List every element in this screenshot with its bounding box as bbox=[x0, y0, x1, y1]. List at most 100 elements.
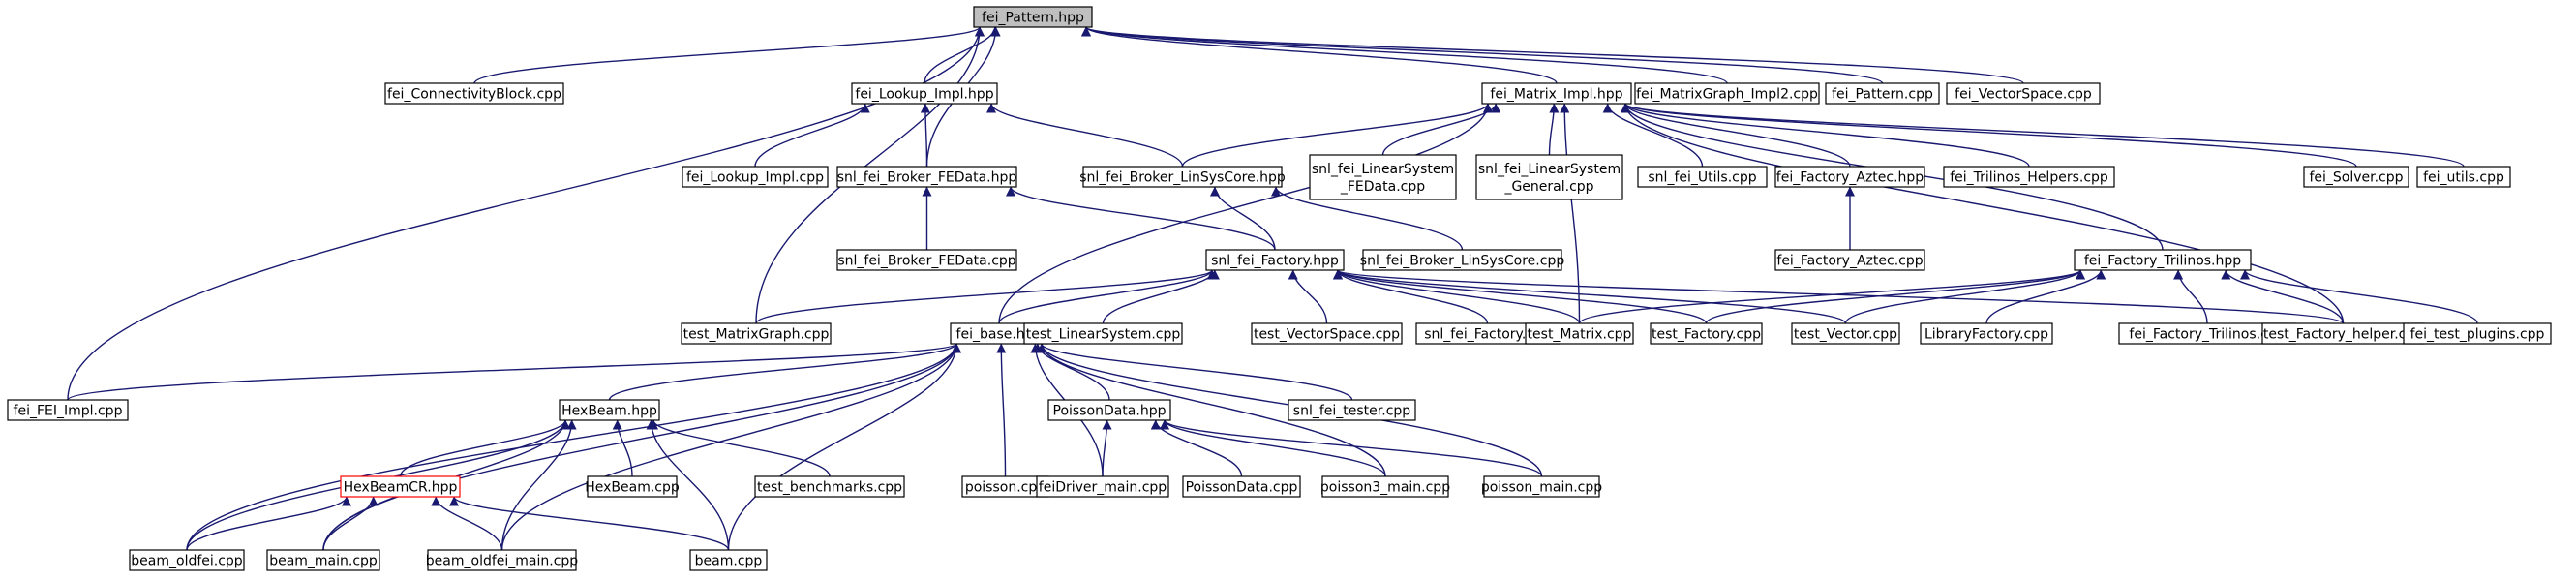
node-beam-oldfei-cpp[interactable]: beam_oldfei.cpp bbox=[129, 549, 245, 571]
node-snl-fei-tester-cpp[interactable]: snl_fei_tester.cpp bbox=[1288, 399, 1416, 421]
edge-snl-fei-linearsystem-general-cpp-to-fei-matrix-impl-hpp bbox=[1548, 103, 1560, 156]
node-fei-matrix-impl-hpp[interactable]: fei_Matrix_Impl.hpp bbox=[1481, 82, 1632, 105]
node-test-matrix-cpp[interactable]: test_Matrix.cpp bbox=[1525, 322, 1634, 345]
node-test-factory-helper-cpp[interactable]: test_Factory_helper.cpp bbox=[2261, 322, 2425, 345]
node-test-matrixgraph-cpp[interactable]: test_MatrixGraph.cpp bbox=[681, 322, 832, 345]
edge-test-matrix-cpp-to-snl-fei-factory-hpp bbox=[1333, 269, 1581, 324]
edge-test-linearsystem-cpp-to-snl-fei-factory-hpp bbox=[1102, 269, 1220, 324]
node-fei-fei-impl-cpp[interactable]: fei_FEI_Impl.cpp bbox=[7, 399, 129, 421]
node-hexbeamcr-hpp[interactable]: HexBeamCR.hpp bbox=[340, 475, 461, 498]
node-box bbox=[1047, 399, 1171, 421]
node-poissondata-hpp[interactable]: PoissonData.hpp bbox=[1047, 399, 1171, 421]
edge-snl-fei-factory-hpp-to-snl-fei-broker-fedata-hpp bbox=[1006, 186, 1276, 251]
edge-test-factory-cpp-to-fei-factory-trilinos-hpp bbox=[1705, 269, 2085, 324]
node-poisson-cpp[interactable]: poisson.cpp bbox=[961, 475, 1049, 498]
edge-fei-connectivityblock-cpp-to-fei-pattern-hpp bbox=[473, 26, 985, 84]
node-box bbox=[129, 549, 245, 571]
node-label: test_LinearSystem.cpp bbox=[1026, 327, 1181, 343]
node-fei-solver-cpp[interactable]: fei_Solver.cpp bbox=[2303, 166, 2409, 188]
node-label: fei_Pattern.hpp bbox=[982, 11, 1084, 26]
edge-test-factory-cpp-to-snl-fei-factory-hpp bbox=[1333, 269, 1708, 324]
node-label: test_Factory_helper.cpp bbox=[2263, 327, 2423, 343]
node-snl-fei-broker-fedata-hpp[interactable]: snl_fei_Broker_FEData.hpp bbox=[836, 166, 1017, 188]
node-label: PoissonData.hpp bbox=[1053, 404, 1167, 419]
node-test-linearsystem-cpp[interactable]: test_LinearSystem.cpp bbox=[1023, 322, 1183, 345]
node-fei-matrixgraph-impl2-cpp[interactable]: fei_MatrixGraph_Impl2.cpp bbox=[1634, 82, 1820, 105]
node-box bbox=[587, 475, 678, 498]
node-libraryfactory-cpp[interactable]: LibraryFactory.cpp bbox=[1920, 322, 2053, 345]
node-fei-trilinos-helpers-cpp[interactable]: fei_Trilinos_Helpers.cpp bbox=[1943, 166, 2115, 188]
node-snl-fei-broker-linsyscore-hpp[interactable]: snl_fei_Broker_LinSysCore.hpp bbox=[1079, 166, 1286, 188]
node-poissondata-cpp[interactable]: PoissonData.cpp bbox=[1182, 475, 1301, 498]
edge-fei-vectorspace-cpp-to-fei-pattern-hpp bbox=[1081, 26, 2024, 84]
node-box bbox=[1920, 322, 2053, 345]
node-box bbox=[1309, 154, 1457, 200]
node-label: snl_fei_Broker_FEData.cpp bbox=[837, 254, 1015, 269]
node-box bbox=[851, 82, 998, 105]
node-box bbox=[2403, 322, 2552, 345]
node-label: snl_fei_Broker_FEData.hpp bbox=[837, 170, 1017, 186]
node-snl-fei-broker-fedata-cpp[interactable]: snl_fei_Broker_FEData.cpp bbox=[836, 249, 1017, 271]
node-fei-vectorspace-cpp[interactable]: fei_VectorSpace.cpp bbox=[1946, 82, 2101, 105]
node-fei-pattern-hpp[interactable]: fei_Pattern.hpp bbox=[973, 6, 1093, 28]
node-label: LibraryFactory.cpp bbox=[1924, 327, 2048, 343]
node-box bbox=[1791, 322, 1900, 345]
node-test-vectorspace-cpp[interactable]: test_VectorSpace.cpp bbox=[1251, 322, 1403, 345]
node-label: fei_Factory_Trilinos.hpp bbox=[2084, 254, 2241, 269]
node-box bbox=[1774, 249, 1925, 271]
node-label: test_Vector.cpp bbox=[1794, 327, 1897, 343]
node-box bbox=[1321, 475, 1449, 498]
node-fei-test-plugins-cpp[interactable]: fei_test_plugins.cpp bbox=[2403, 322, 2552, 345]
node-test-vector-cpp[interactable]: test_Vector.cpp bbox=[1791, 322, 1900, 345]
node-fei-lookup-impl-cpp[interactable]: fei_Lookup_Impl.cpp bbox=[682, 166, 829, 188]
node-beam-oldfei-main-cpp[interactable]: beam_oldfei_main.cpp bbox=[426, 549, 579, 571]
node-fei-factory-trilinos-cpp[interactable]: fei_Factory_Trilinos.cpp bbox=[2118, 322, 2296, 345]
edge-test-vector-cpp-to-snl-fei-factory-hpp bbox=[1333, 269, 1847, 324]
node-fei-utils-cpp[interactable]: fei_utils.cpp bbox=[2416, 166, 2511, 188]
node-label: snl_fei_LinearSystem bbox=[1478, 162, 1621, 177]
node-label: feiDriver_main.cpp bbox=[1039, 480, 1167, 496]
node-beam-main-cpp[interactable]: beam_main.cpp bbox=[266, 549, 380, 571]
node-beam-cpp[interactable]: beam.cpp bbox=[689, 549, 768, 571]
node-poisson3-main-cpp[interactable]: poisson3_main.cpp bbox=[1320, 475, 1450, 498]
edge-beam-main-cpp-to-hexbeamcr-hpp bbox=[322, 496, 379, 551]
edge-test-matrix-cpp-to-fei-matrix-impl-hpp bbox=[1560, 103, 1581, 324]
node-label: fei_Lookup_Impl.hpp bbox=[855, 87, 993, 103]
edge-test-factory-helper-cpp-to-fei-matrix-impl-hpp bbox=[1621, 103, 2345, 324]
node-fei-lookup-impl-hpp[interactable]: fei_Lookup_Impl.hpp bbox=[851, 82, 998, 105]
node-box bbox=[1362, 249, 1562, 271]
node-test-factory-cpp[interactable]: test_Factory.cpp bbox=[1650, 322, 1763, 345]
node-label: beam_oldfei.cpp bbox=[131, 554, 243, 569]
node-poisson-main-cpp[interactable]: poisson_main.cpp bbox=[1481, 475, 1602, 498]
node-box bbox=[1481, 82, 1632, 105]
node-fei-factory-aztec-cpp[interactable]: fei_Factory_Aztec.cpp bbox=[1774, 249, 1925, 271]
node-box bbox=[559, 399, 660, 421]
node-snl-fei-utils-cpp[interactable]: snl_fei_Utils.cpp bbox=[1637, 166, 1768, 188]
node-fei-pattern-cpp[interactable]: fei_Pattern.cpp bbox=[1825, 82, 1940, 105]
node-label: fei_base.hpp bbox=[956, 327, 1043, 343]
node-snl-fei-broker-linsyscore-cpp[interactable]: snl_fei_Broker_LinSysCore.cpp bbox=[1360, 249, 1565, 271]
node-box bbox=[427, 549, 577, 571]
node-hexbeam-cpp[interactable]: HexBeam.cpp bbox=[585, 475, 680, 498]
edge-fei-test-plugins-cpp-to-fei-factory-trilinos-hpp bbox=[2240, 269, 2478, 324]
node-label: snl_fei_LinearSystem bbox=[1312, 162, 1454, 177]
node-fei-factory-trilinos-hpp[interactable]: fei_Factory_Trilinos.hpp bbox=[2074, 249, 2252, 271]
node-label: poisson.cpp bbox=[965, 480, 1046, 496]
node-label: HexBeamCR.hpp bbox=[344, 480, 458, 496]
node-box bbox=[1825, 82, 1940, 105]
node-hexbeam-hpp[interactable]: HexBeam.hpp bbox=[559, 399, 660, 421]
node-test-benchmarks-cpp[interactable]: test_benchmarks.cpp bbox=[754, 475, 905, 498]
node-fei-factory-aztec-hpp[interactable]: fei_Factory_Aztec.hpp bbox=[1774, 166, 1925, 188]
node-snl-fei-factory-hpp[interactable]: snl_fei_Factory.hpp bbox=[1205, 249, 1345, 271]
edge-beam-oldfei-main-cpp-to-hexbeam-hpp bbox=[500, 419, 577, 551]
node-feidriver-main-cpp[interactable]: feiDriver_main.cpp bbox=[1036, 475, 1169, 498]
node-fei-connectivityblock-cpp[interactable]: fei_ConnectivityBlock.cpp bbox=[384, 82, 564, 105]
node-label: fei_VectorSpace.cpp bbox=[1955, 87, 2092, 103]
edge-snl-fei-broker-linsyscore-cpp-to-snl-fei-broker-linsyscore-hpp bbox=[1271, 186, 1464, 251]
node-box bbox=[266, 549, 380, 571]
node-label: snl_fei_Broker_LinSysCore.cpp bbox=[1360, 254, 1565, 269]
node-snl-fei-linearsystem-general-cpp[interactable]: snl_fei_LinearSystem_General.cpp bbox=[1475, 154, 1623, 200]
edge-poisson3-main-cpp-to-poissondata-hpp bbox=[1160, 419, 1386, 477]
edge-beam-cpp-to-hexbeamcr-hpp bbox=[449, 496, 730, 551]
node-snl-fei-linearsystem-fedata-cpp[interactable]: snl_fei_LinearSystem_FEData.cpp bbox=[1309, 154, 1457, 200]
